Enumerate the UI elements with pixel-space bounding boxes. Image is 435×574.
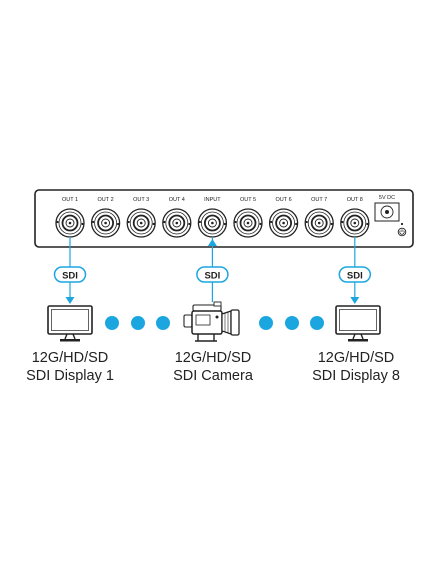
- link-continuation-dots: [259, 316, 324, 330]
- connector-label: OUT 8: [347, 197, 363, 203]
- sdi-badge: [53, 266, 87, 283]
- endpoint-caption-display-1: 12G/HD/SD SDI Display 1: [5, 349, 135, 385]
- endpoint-caption-line1: 12G/HD/SD: [174, 350, 252, 366]
- continuation-dot: [131, 316, 145, 330]
- bnc-connector: OUT 3: [126, 197, 156, 238]
- link-continuation-dots: [105, 316, 170, 330]
- sdi-link: SDI: [338, 237, 372, 304]
- endpoint-caption-line2: SDI Display 1: [26, 368, 114, 384]
- power-socket-pin: [385, 210, 389, 214]
- sdi-badge-label: SDI: [347, 271, 363, 282]
- bnc-connector: OUT 7: [304, 197, 334, 238]
- endpoint-caption-display-8: 12G/HD/SD SDI Display 8: [291, 349, 421, 385]
- bnc-connector: OUT 6: [268, 197, 299, 238]
- continuation-dot: [285, 316, 299, 330]
- signal-links: SDI SDI SDI: [53, 237, 372, 304]
- bnc-connector: OUT 8: [340, 197, 370, 238]
- arrow-down-icon: [350, 297, 360, 304]
- sdi-badge-label: SDI: [204, 271, 220, 282]
- power-symbol-icon: [397, 227, 407, 237]
- power-label: 5V DC: [379, 195, 395, 201]
- connector-label: INPUT: [204, 197, 221, 203]
- bnc-connector: INPUT: [197, 197, 228, 238]
- power-socket-ring: [380, 205, 394, 219]
- connector-label: OUT 6: [276, 197, 292, 203]
- sdi-badge: [196, 266, 229, 283]
- sdi-link: SDI: [196, 237, 229, 302]
- connector-label: OUT 5: [240, 197, 256, 203]
- sdi-link: SDI: [53, 237, 87, 304]
- connector-label: OUT 1: [62, 197, 78, 203]
- video-camera-icon: [183, 301, 240, 342]
- bnc-connector: OUT 4: [162, 197, 192, 238]
- bnc-connector: OUT 5: [233, 197, 263, 238]
- endpoint-caption-line2: SDI Display 8: [312, 368, 400, 384]
- endpoint-caption-line1: 12G/HD/SD: [317, 350, 395, 366]
- power-led-icon: [400, 222, 404, 226]
- sdi-badge: [338, 266, 372, 283]
- continuation-dot: [105, 316, 119, 330]
- continuation-dot: [310, 316, 324, 330]
- connector-label: OUT 2: [98, 197, 114, 203]
- sdi-badge-label: SDI: [62, 271, 78, 282]
- connector-label: OUT 4: [169, 197, 185, 203]
- continuation-dot: [156, 316, 170, 330]
- monitor-icon: [47, 305, 93, 342]
- endpoint-caption-camera: 12G/HD/SD SDI Camera: [148, 349, 278, 385]
- continuation-dot: [259, 316, 273, 330]
- endpoint-caption-line2: SDI Camera: [173, 368, 253, 384]
- endpoint-caption-line1: 12G/HD/SD: [31, 350, 109, 366]
- monitor-icon: [335, 305, 381, 342]
- power-section: 5V DC: [374, 195, 407, 237]
- connector-label: OUT 7: [311, 197, 327, 203]
- bnc-connector: OUT 2: [90, 197, 121, 238]
- bnc-connector: OUT 1: [55, 197, 85, 238]
- arrow-down-icon: [65, 297, 75, 304]
- arrow-up-icon: [207, 239, 217, 246]
- connector-label: OUT 3: [133, 197, 149, 203]
- bnc-connector-row: OUT 1 OUT 2 OUT 3 OUT 4 INPUT OUT 5 OUT 6 OUT 7…: [55, 197, 370, 238]
